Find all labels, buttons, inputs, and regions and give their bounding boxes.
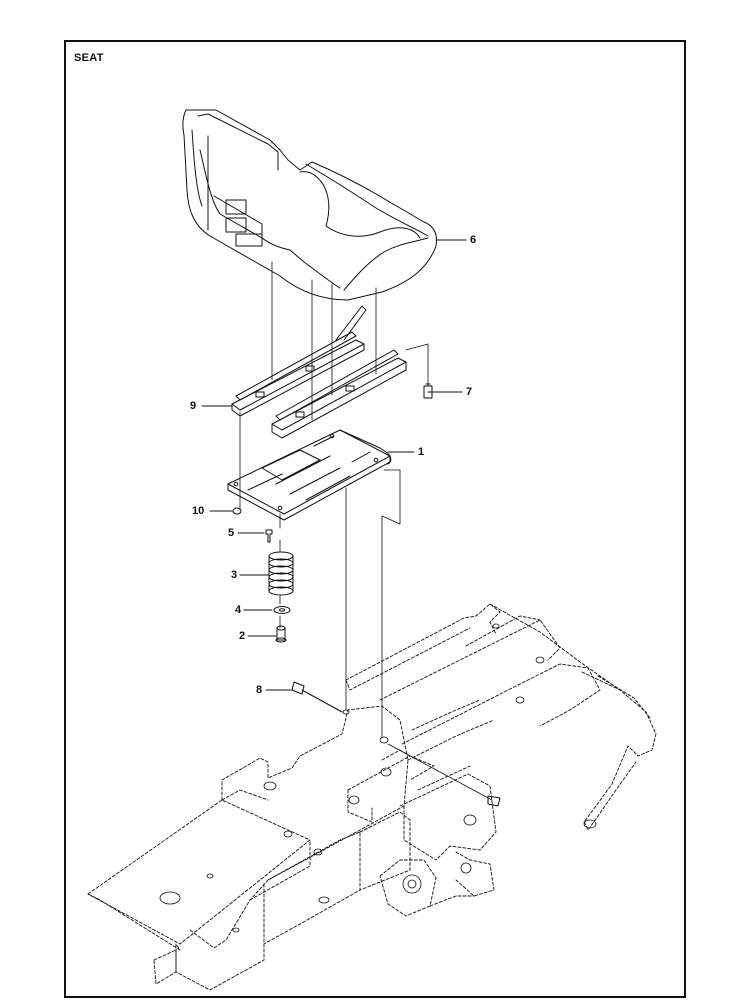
knob-part-7 [423,383,433,399]
washer-nut-part-10 [232,507,242,515]
callout-3: 3 [231,569,238,581]
long-bolt-reference [387,743,501,807]
callout-2: 2 [239,630,246,642]
tractor-frame-reference [87,603,657,991]
bolt-part-8 [291,681,343,713]
plate-guide-lines [279,469,401,739]
bolt-part-5 [265,529,273,543]
seat-bracket-plate-part [227,429,392,521]
washer-part-4 [273,606,291,614]
frame-holes [159,623,597,933]
callout-5: 5 [228,527,235,539]
callout-7: 7 [466,386,473,398]
callout-9: 9 [190,400,197,412]
callout-8: 8 [256,684,263,696]
diagram-title: SEAT [74,52,104,64]
callout-10: 10 [192,505,205,517]
spring-part-3 [268,551,294,596]
seat-slide-rails-part [231,305,407,439]
callout-4: 4 [235,604,242,616]
callout-6: 6 [470,234,477,246]
spacer-bolt-part-2 [275,625,287,643]
callout-leaders [201,239,467,691]
seat-cushion-part [182,109,437,301]
callout-1: 1 [418,446,425,458]
